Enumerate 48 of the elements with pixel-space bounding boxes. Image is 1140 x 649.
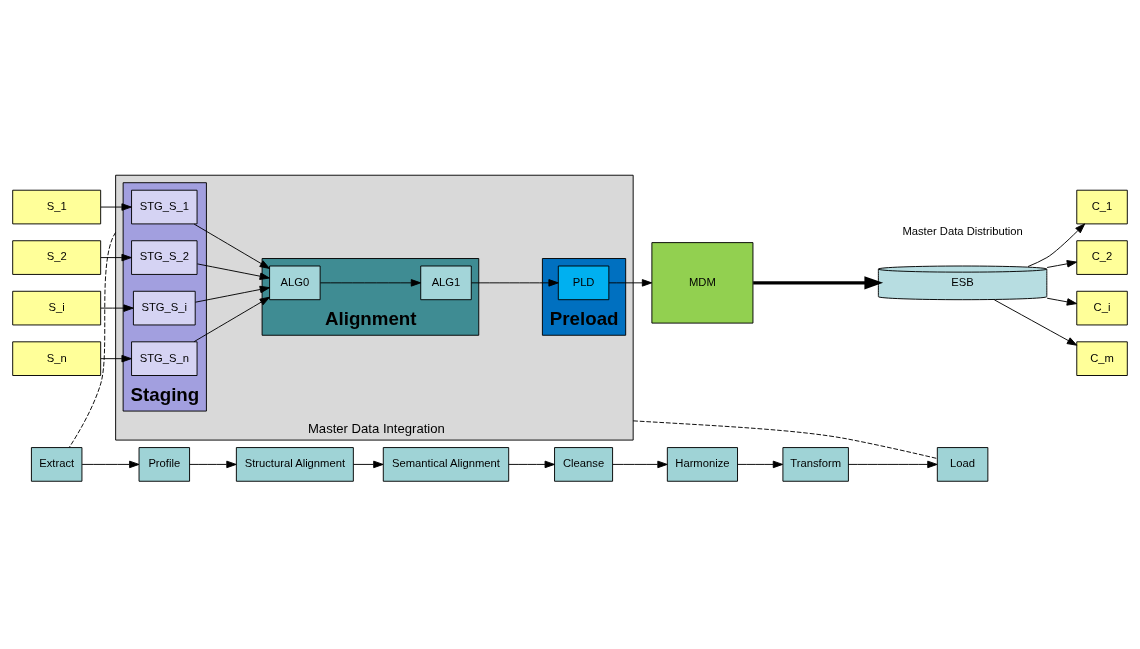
node-box: Cleanse bbox=[554, 447, 614, 482]
node-box: S_1 bbox=[12, 189, 102, 225]
node-box: STG_S_2 bbox=[131, 240, 198, 275]
arrow bbox=[100, 253, 132, 262]
arrow bbox=[189, 460, 237, 469]
arrow bbox=[319, 279, 422, 287]
node-box: Semantical Alignment bbox=[382, 447, 510, 482]
arrow bbox=[100, 354, 132, 363]
arrow bbox=[508, 460, 555, 469]
arrow bbox=[100, 304, 134, 312]
arrow bbox=[1046, 297, 1078, 306]
node-box: C_1 bbox=[1076, 189, 1128, 225]
node-box: S_n bbox=[12, 341, 102, 376]
node-box: ALG1 bbox=[420, 265, 472, 301]
connector bbox=[632, 420, 938, 459]
node-box: C_i bbox=[1076, 290, 1128, 326]
node-box: STG_S_n bbox=[131, 341, 198, 376]
label: Master Data Distribution bbox=[902, 225, 1023, 238]
node-box: MDM bbox=[651, 242, 754, 324]
arrow bbox=[1046, 260, 1078, 268]
node-box: Extract bbox=[30, 447, 83, 482]
arrow bbox=[753, 276, 884, 290]
node-box: PLD bbox=[557, 265, 610, 301]
arrow bbox=[194, 285, 270, 303]
arrow bbox=[737, 460, 784, 469]
node-box: ALG0 bbox=[269, 265, 321, 301]
arrow bbox=[471, 279, 559, 287]
node-box: Structural Alignment bbox=[235, 447, 354, 482]
node-box: Harmonize bbox=[666, 447, 738, 482]
node-box: Transform bbox=[782, 447, 849, 482]
node-box: S_i bbox=[12, 290, 102, 326]
arrow bbox=[1027, 223, 1086, 268]
node-box: Profile bbox=[138, 447, 191, 482]
node-box: S_2 bbox=[12, 240, 102, 275]
node-box: STG_S_1 bbox=[131, 189, 198, 225]
arrow bbox=[196, 263, 270, 280]
node-box: STG_S_i bbox=[132, 290, 196, 326]
arrow bbox=[847, 460, 938, 469]
arrow bbox=[993, 299, 1078, 346]
connector bbox=[68, 231, 117, 448]
arrow bbox=[100, 203, 132, 211]
node-box: Load bbox=[936, 447, 989, 482]
arrow bbox=[353, 460, 384, 469]
node-box: C_2 bbox=[1076, 240, 1128, 275]
arrow bbox=[81, 460, 140, 469]
node-box: C_m bbox=[1076, 341, 1128, 376]
arrow bbox=[608, 279, 653, 287]
arrow bbox=[612, 460, 668, 469]
